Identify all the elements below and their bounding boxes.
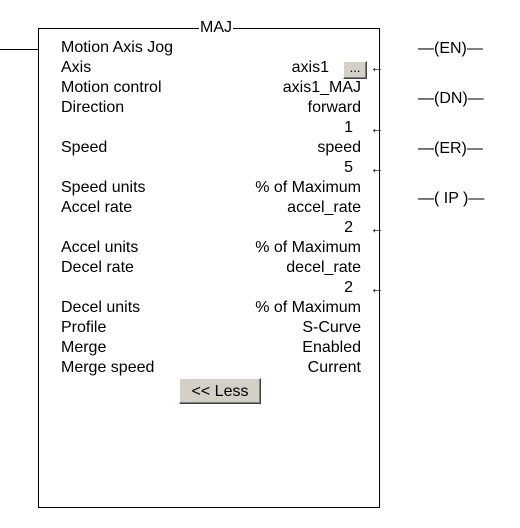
output-arrow-icon: ← (370, 120, 384, 136)
param-live-value: 1 (344, 119, 353, 136)
rung-input-line (0, 49, 38, 50)
param-value[interactable]: forward (307, 99, 361, 116)
output-coil-er[interactable]: —(ER)— (380, 139, 520, 159)
coil-label: —(DN)— (418, 90, 484, 107)
output-coil-dn[interactable]: —(DN)— (380, 89, 520, 109)
param-value[interactable]: speed (317, 139, 361, 156)
output-coil-en[interactable]: —(EN)— (380, 39, 520, 59)
param-label: Speed (61, 139, 108, 156)
browse-button[interactable]: ... (343, 61, 367, 79)
param-label: Decel rate (61, 259, 134, 276)
param-live-value: 5 (344, 159, 353, 176)
param-merge: Merge Enabled (61, 338, 361, 358)
param-merge-speed: Merge speed Current (61, 358, 361, 378)
param-motion-control: Motion control axis1_MAJ (61, 78, 361, 98)
param-value[interactable]: Current (307, 359, 361, 376)
instruction-block[interactable]: MAJ Motion Axis Jog Axis axis1 ... ← Mot… (38, 18, 384, 508)
output-arrow-icon: ← (370, 280, 384, 296)
param-value[interactable]: S-Curve (302, 319, 361, 336)
param-decel-rate: Decel rate decel_rate 2 (61, 258, 361, 298)
less-button[interactable]: << Less (179, 378, 261, 404)
param-label: Profile (61, 319, 107, 336)
param-value[interactable]: Enabled (302, 339, 361, 356)
param-profile: Profile S-Curve (61, 318, 361, 338)
param-speed-units: Speed units % of Maximum (61, 178, 361, 198)
param-label: Decel units (61, 299, 141, 316)
output-coil-ip[interactable]: —( IP )— (380, 189, 520, 209)
param-value[interactable]: axis1 (291, 59, 329, 76)
param-axis: Axis axis1 (61, 58, 361, 78)
output-arrow-icon: ← (370, 160, 384, 176)
param-label: Accel units (61, 239, 139, 256)
param-label: Merge (61, 339, 107, 356)
param-value[interactable]: % of Maximum (255, 299, 361, 316)
param-label: Axis (61, 59, 92, 76)
param-label: Direction (61, 99, 125, 116)
param-label: Accel rate (61, 199, 133, 216)
param-value[interactable]: % of Maximum (255, 179, 361, 196)
param-value[interactable]: decel_rate (286, 259, 361, 276)
param-value[interactable]: accel_rate (287, 199, 361, 216)
param-label: Speed units (61, 179, 146, 196)
block-title: MAJ (199, 18, 233, 38)
param-label: Merge speed (61, 359, 155, 376)
coil-label: —(EN)— (418, 40, 483, 57)
param-direction: Direction forward 1 (61, 98, 361, 138)
param-value[interactable]: % of Maximum (255, 239, 361, 256)
param-decel-units: Decel units % of Maximum (61, 298, 361, 318)
coil-label: —( IP )— (418, 190, 485, 207)
param-label: Motion control (61, 79, 162, 96)
output-arrow-icon: ← (370, 220, 384, 236)
param-value[interactable]: axis1_MAJ (282, 79, 361, 96)
coil-label: —(ER)— (418, 140, 483, 157)
param-live-value: 2 (344, 219, 353, 236)
param-speed: Speed speed 5 (61, 138, 361, 178)
param-accel-units: Accel units % of Maximum (61, 238, 361, 258)
param-accel-rate: Accel rate accel_rate 2 (61, 198, 361, 238)
output-arrow-icon: ← (370, 59, 384, 75)
block-name: Motion Axis Jog (61, 39, 174, 56)
param-live-value: 2 (344, 279, 353, 296)
